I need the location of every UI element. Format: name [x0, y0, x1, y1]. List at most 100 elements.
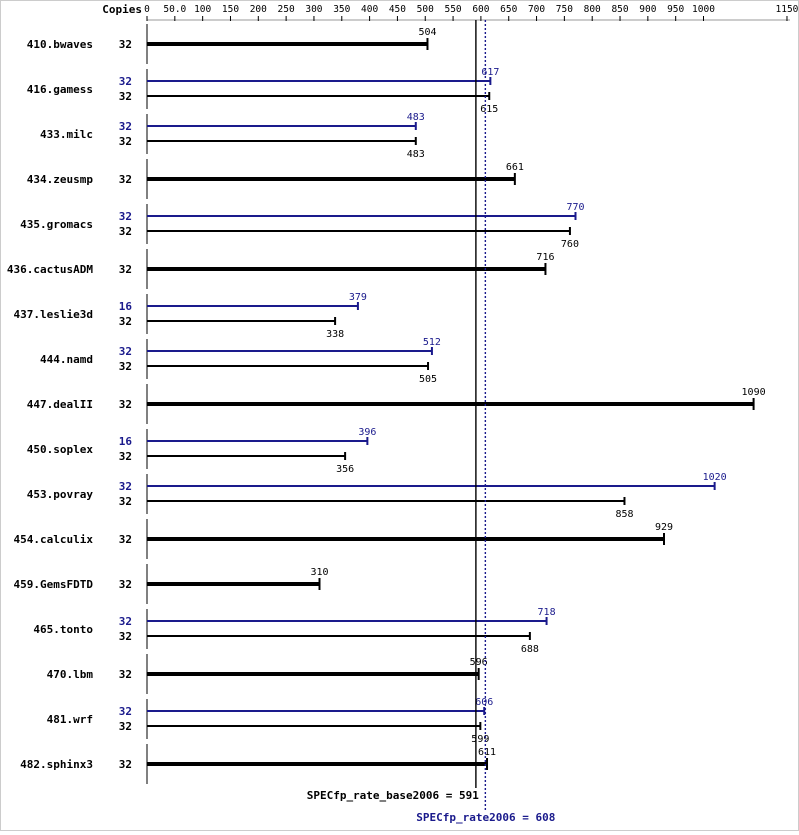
x-tick-label: 850: [611, 4, 628, 15]
peak-copies-label: 16: [119, 300, 133, 313]
benchmark-name: 459.GemsFDTD: [14, 578, 94, 591]
benchmark-name: 482.sphinx3: [20, 758, 93, 771]
benchmark-name: 435.gromacs: [20, 218, 93, 231]
base-copies-label: 32: [119, 225, 132, 238]
benchmark-name: 465.tonto: [33, 623, 93, 636]
x-tick-label: 250: [278, 4, 295, 15]
benchmark-name: 470.lbm: [47, 668, 94, 681]
benchmark-name: 410.bwaves: [27, 38, 93, 51]
x-tick-label: 1150: [776, 4, 799, 15]
peak-value-label: 396: [358, 427, 376, 438]
base-value-label: 483: [407, 149, 425, 160]
x-tick-label: 1000: [692, 4, 715, 15]
base-reference-label: SPECfp_rate_base2006 = 591: [307, 789, 480, 802]
base-copies-label: 32: [119, 90, 132, 103]
x-tick-label: 50.0: [163, 4, 186, 15]
peak-value-label: 718: [538, 607, 556, 618]
copies-header-label: Copies: [102, 3, 142, 16]
peak-value-label: 770: [566, 202, 584, 213]
peak-value-label: 1020: [703, 472, 727, 483]
x-tick-label: 100: [194, 4, 211, 15]
base-value-label: 356: [336, 464, 354, 475]
benchmark-name: 450.soplex: [27, 443, 94, 456]
benchmark-name: 481.wrf: [47, 713, 93, 726]
peak-reference-label: SPECfp_rate2006 = 608: [416, 811, 555, 824]
base-value-label: 310: [310, 567, 328, 578]
peak-copies-label: 32: [119, 345, 132, 358]
base-value-label: 661: [506, 162, 524, 173]
peak-copies-label: 32: [119, 75, 132, 88]
benchmark-name: 454.calculix: [14, 533, 94, 546]
peak-copies-label: 32: [119, 210, 132, 223]
base-copies-label: 32: [119, 398, 132, 411]
peak-copies-label: 32: [119, 705, 132, 718]
x-tick-label: 950: [667, 4, 684, 15]
x-tick-label: 500: [417, 4, 434, 15]
x-tick-label: 650: [500, 4, 517, 15]
base-value-label: 858: [615, 509, 633, 520]
benchmark-name: 436.cactusADM: [7, 263, 93, 276]
base-copies-label: 32: [119, 630, 132, 643]
base-value-label: 596: [470, 657, 488, 668]
benchmark-name: 434.zeusmp: [27, 173, 94, 186]
base-copies-label: 32: [119, 360, 132, 373]
reference-lines-layer: SPECfp_rate_base2006 = 591SPECfp_rate200…: [307, 20, 555, 824]
peak-copies-label: 32: [119, 120, 132, 133]
base-value-label: 1090: [742, 387, 766, 398]
base-value-label: 599: [471, 734, 489, 745]
x-tick-label: 400: [361, 4, 378, 15]
base-value-label: 615: [480, 104, 498, 115]
base-copies-label: 32: [119, 668, 132, 681]
base-copies-label: 32: [119, 450, 132, 463]
base-value-label: 716: [536, 252, 554, 263]
base-copies-label: 32: [119, 758, 132, 771]
x-tick-label: 600: [472, 4, 489, 15]
base-copies-label: 32: [119, 173, 132, 186]
base-value-label: 760: [561, 239, 579, 250]
benchmark-name: 453.povray: [27, 488, 94, 501]
base-copies-label: 32: [119, 533, 132, 546]
base-value-label: 929: [655, 522, 673, 533]
peak-value-label: 606: [475, 697, 493, 708]
benchmark-name: 433.milc: [40, 128, 93, 141]
benchmark-name: 447.dealII: [27, 398, 93, 411]
base-value-label: 611: [478, 747, 496, 758]
peak-value-label: 617: [481, 67, 499, 78]
x-tick-label: 350: [333, 4, 350, 15]
base-copies-label: 32: [119, 263, 132, 276]
x-tick-label: 900: [639, 4, 656, 15]
base-copies-label: 32: [119, 135, 132, 148]
x-tick-label: 800: [584, 4, 601, 15]
x-tick-label: 700: [528, 4, 545, 15]
base-copies-label: 32: [119, 578, 132, 591]
x-tick-label: 0: [144, 4, 150, 15]
x-tick-label: 750: [556, 4, 573, 15]
base-value-label: 338: [326, 329, 344, 340]
benchmark-name: 437.leslie3d: [14, 308, 93, 321]
base-value-label: 688: [521, 644, 539, 655]
x-tick-label: 450: [389, 4, 406, 15]
peak-copies-label: 32: [119, 480, 132, 493]
base-value-label: 504: [418, 27, 436, 38]
x-tick-label: 300: [305, 4, 322, 15]
peak-value-label: 512: [423, 337, 441, 348]
peak-value-label: 483: [407, 112, 425, 123]
benchmark-name: 416.gamess: [27, 83, 93, 96]
x-tick-label: 550: [444, 4, 461, 15]
benchmark-name: 444.namd: [40, 353, 93, 366]
x-tick-label: 150: [222, 4, 239, 15]
bars-layer: 410.bwaves 32 504 416.gamess 32 617 32 615 433.m…: [7, 24, 766, 784]
peak-copies-label: 32: [119, 615, 132, 628]
base-copies-label: 32: [119, 38, 132, 51]
base-copies-label: 32: [119, 495, 132, 508]
peak-value-label: 379: [349, 292, 367, 303]
base-copies-label: 32: [119, 315, 132, 328]
x-tick-label: 200: [250, 4, 267, 15]
peak-copies-label: 16: [119, 435, 133, 448]
base-value-label: 505: [419, 374, 437, 385]
base-copies-label: 32: [119, 720, 132, 733]
